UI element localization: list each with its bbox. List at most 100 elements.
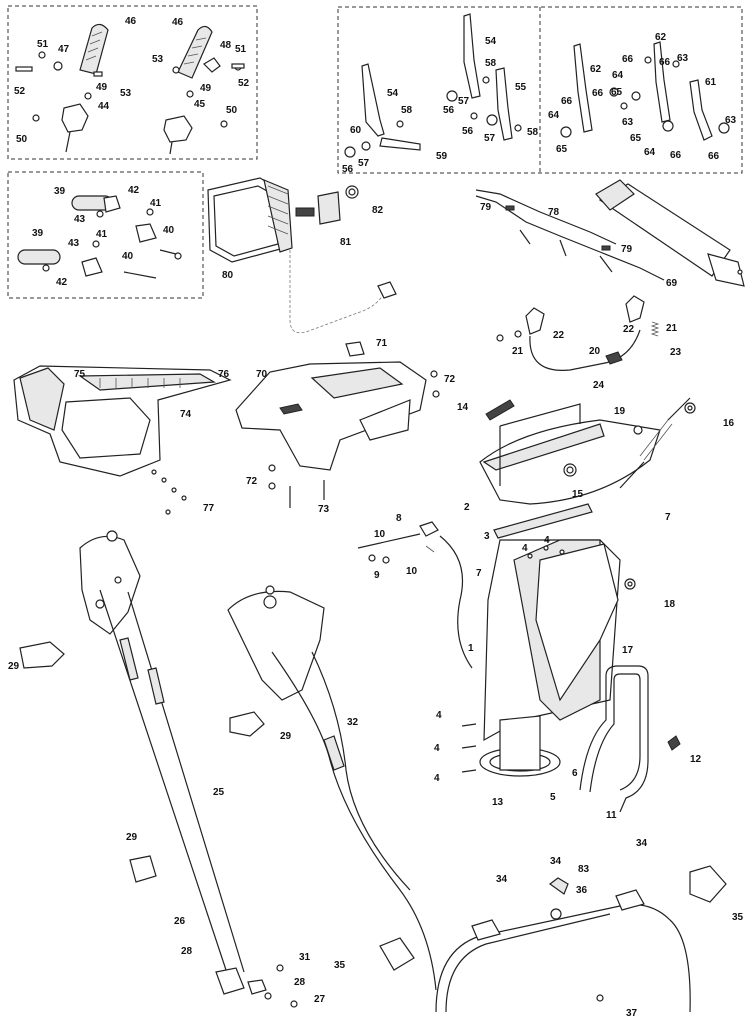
callout-8: 8 xyxy=(396,513,402,524)
callout-50: 50 xyxy=(16,134,28,145)
callout-64: 64 xyxy=(548,110,560,121)
callout-39: 39 xyxy=(32,228,44,239)
handle-grips xyxy=(17,195,182,279)
callout-51: 51 xyxy=(37,39,49,50)
callout-52: 52 xyxy=(238,78,250,89)
callout-59: 59 xyxy=(436,151,448,162)
callout-40: 40 xyxy=(163,225,175,236)
callout-71: 71 xyxy=(376,338,388,349)
callout-64: 64 xyxy=(612,70,624,81)
callout-57: 57 xyxy=(484,133,496,144)
chute-control-rod xyxy=(357,521,473,669)
callout-56: 56 xyxy=(462,126,474,137)
callout-4: 4 xyxy=(522,543,528,554)
callout-66: 66 xyxy=(708,151,720,162)
dash-console xyxy=(13,365,232,515)
callout-55: 55 xyxy=(515,82,527,93)
callout-81: 81 xyxy=(340,237,352,248)
callout-74: 74 xyxy=(180,409,192,420)
callout-7: 7 xyxy=(665,512,671,523)
chute-actuator xyxy=(595,179,745,287)
callout-66: 66 xyxy=(561,96,573,107)
callout-62: 62 xyxy=(590,64,602,75)
callout-80: 80 xyxy=(222,270,234,281)
callout-56: 56 xyxy=(443,105,455,116)
control-panel xyxy=(235,341,440,508)
callout-13: 13 xyxy=(492,797,504,808)
callout-9: 9 xyxy=(374,570,380,581)
callout-72: 72 xyxy=(444,374,456,385)
callout-43: 43 xyxy=(68,238,80,249)
discharge-chute xyxy=(461,503,636,777)
callout-29: 29 xyxy=(8,661,20,672)
callout-76: 76 xyxy=(218,369,230,380)
callout-3: 3 xyxy=(484,531,490,542)
callout-5: 5 xyxy=(550,792,556,803)
callout-57: 57 xyxy=(458,96,470,107)
callout-40: 40 xyxy=(122,251,134,262)
callout-66: 66 xyxy=(659,57,671,68)
callout-49: 49 xyxy=(96,82,108,93)
callout-42: 42 xyxy=(56,277,68,288)
callout-35: 35 xyxy=(334,960,346,971)
callout-45: 45 xyxy=(194,99,206,110)
callout-28: 28 xyxy=(181,946,193,957)
callout-51: 51 xyxy=(235,44,247,55)
callout-65: 65 xyxy=(611,87,623,98)
callout-46: 46 xyxy=(125,16,137,27)
linkage-levers-54-59 xyxy=(344,13,522,158)
callout-27: 27 xyxy=(314,994,326,1005)
callout-41: 41 xyxy=(96,229,108,240)
callout-70: 70 xyxy=(256,369,268,380)
callout-61: 61 xyxy=(705,77,717,88)
callout-56: 56 xyxy=(342,164,354,175)
callout-43: 43 xyxy=(74,214,86,225)
callout-15: 15 xyxy=(572,489,584,500)
small-fasteners-top-left xyxy=(15,51,245,128)
callout-57: 57 xyxy=(358,158,370,169)
callout-25: 25 xyxy=(213,787,225,798)
callout-12: 12 xyxy=(690,754,702,765)
callout-29: 29 xyxy=(280,731,292,742)
callout-10: 10 xyxy=(406,566,418,577)
callout-58: 58 xyxy=(401,105,413,116)
linkage-levers-61-66 xyxy=(560,41,730,141)
callout-75: 75 xyxy=(74,369,86,380)
callout-65: 65 xyxy=(630,133,642,144)
callout-62: 62 xyxy=(655,32,667,43)
headlight-assembly xyxy=(207,177,397,334)
callout-47: 47 xyxy=(58,44,70,55)
callout-4: 4 xyxy=(434,773,440,784)
callout-36: 36 xyxy=(576,885,588,896)
callout-22: 22 xyxy=(553,330,565,341)
callout-77: 77 xyxy=(203,503,215,514)
callout-48: 48 xyxy=(220,40,232,51)
chute-deflector xyxy=(479,397,696,505)
bottom-cable-harness xyxy=(379,865,727,1013)
callout-39: 39 xyxy=(54,186,66,197)
callout-54: 54 xyxy=(485,36,497,47)
callout-58: 58 xyxy=(485,58,497,69)
callout-1: 1 xyxy=(468,643,474,654)
callout-58: 58 xyxy=(527,127,539,138)
callout-28: 28 xyxy=(294,977,306,988)
callout-14: 14 xyxy=(457,402,469,413)
callout-41: 41 xyxy=(150,198,162,209)
callout-65: 65 xyxy=(556,144,568,155)
callout-18: 18 xyxy=(664,599,676,610)
wire-harness xyxy=(475,189,665,281)
shift-rods xyxy=(19,530,298,1008)
callout-63: 63 xyxy=(622,117,634,128)
callout-54: 54 xyxy=(387,88,399,99)
callout-10: 10 xyxy=(374,529,386,540)
callout-66: 66 xyxy=(670,150,682,161)
speed-selector-cable xyxy=(227,585,437,991)
callout-16: 16 xyxy=(723,418,735,429)
inset-trigger-assemblies xyxy=(7,5,258,160)
callout-53: 53 xyxy=(120,88,132,99)
callout-24: 24 xyxy=(593,380,605,391)
callout-4: 4 xyxy=(544,535,550,546)
callout-35: 35 xyxy=(732,912,744,923)
callout-52: 52 xyxy=(14,86,26,97)
